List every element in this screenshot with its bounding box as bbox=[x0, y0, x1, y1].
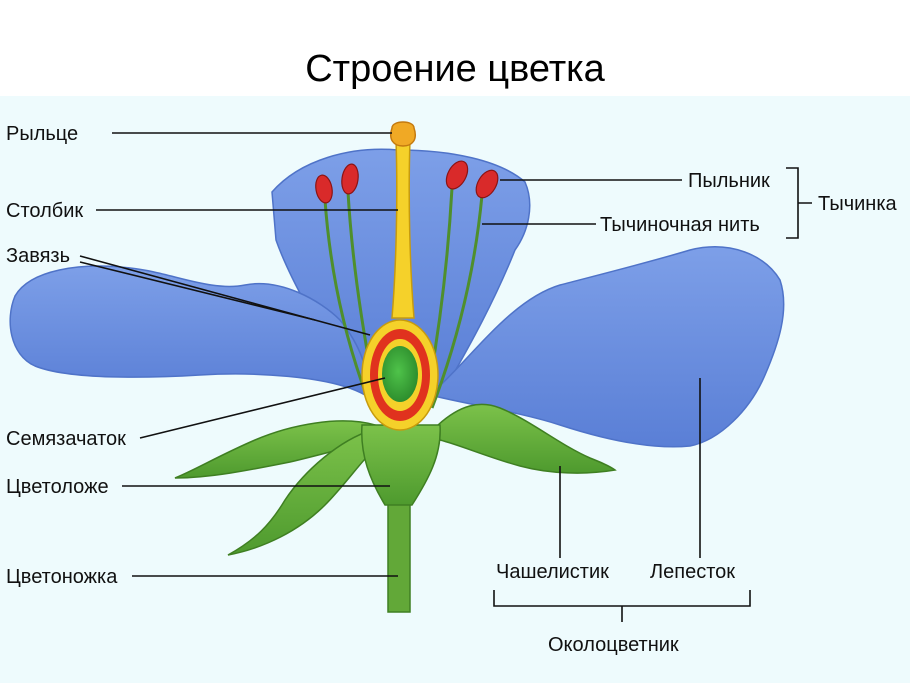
label-stigma: Рыльце bbox=[6, 123, 78, 145]
label-petal: Лепесток bbox=[650, 561, 735, 583]
peduncle-stem bbox=[387, 499, 411, 613]
anther-1 bbox=[315, 174, 333, 204]
stigma-shape bbox=[390, 121, 416, 147]
anther-2 bbox=[341, 163, 359, 195]
perianth-bracket bbox=[493, 590, 751, 622]
stamen-bracket bbox=[786, 167, 812, 239]
label-ovule: Семязачаток bbox=[6, 428, 126, 450]
label-peduncle: Цветоножка bbox=[6, 566, 118, 588]
anther-4 bbox=[475, 169, 499, 199]
sepal-right bbox=[437, 403, 617, 474]
filament-4 bbox=[430, 194, 484, 409]
leader-ovary-1 bbox=[79, 255, 371, 336]
label-style: Столбик bbox=[6, 200, 83, 222]
label-ovary: Завязь bbox=[6, 245, 70, 267]
ovule-shape bbox=[382, 346, 418, 402]
leader-ovule bbox=[139, 377, 386, 439]
leader-ovary-2 bbox=[79, 261, 316, 321]
anthers bbox=[315, 160, 499, 204]
label-anther: Пыльник bbox=[688, 170, 770, 192]
page-title: Строение цветка bbox=[305, 48, 605, 90]
petal-right bbox=[428, 246, 785, 448]
filament-1 bbox=[323, 199, 372, 406]
label-perianth: Околоцветник bbox=[548, 634, 679, 656]
label-receptacle: Цветоложе bbox=[6, 476, 109, 498]
label-sepal: Чашелистик bbox=[496, 561, 609, 583]
anther-3 bbox=[445, 160, 469, 190]
label-filament: Тычиночная нить bbox=[600, 214, 760, 236]
sepal-left bbox=[174, 420, 379, 479]
pistil-style bbox=[391, 139, 415, 319]
label-stamen: Тычинка bbox=[818, 193, 898, 215]
petal-left bbox=[9, 265, 368, 397]
receptacle-shape bbox=[361, 424, 441, 506]
